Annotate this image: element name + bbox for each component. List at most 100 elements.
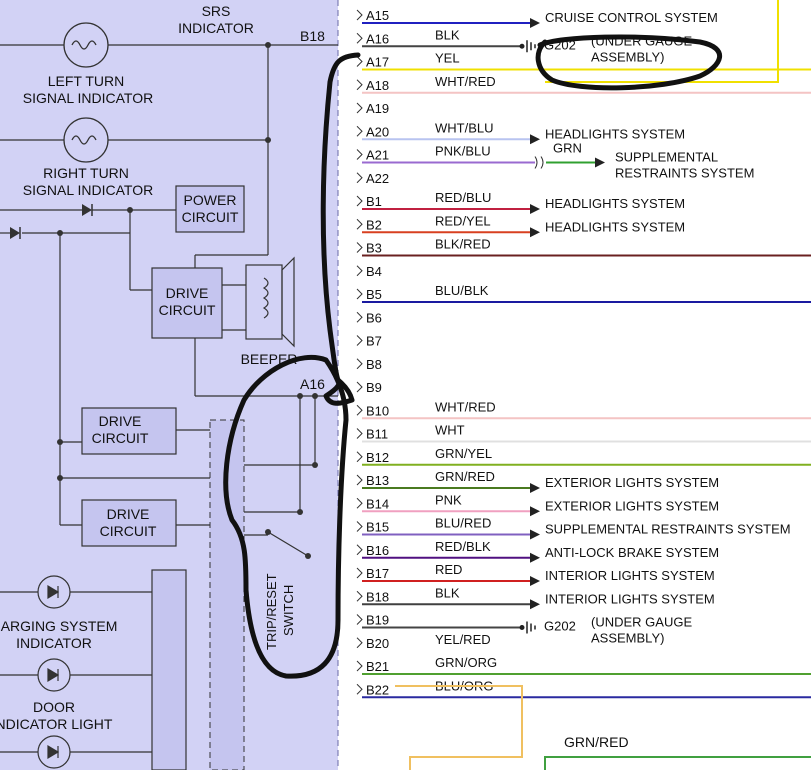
power-circuit-label-1: POWER — [184, 192, 237, 208]
drive-circuit-main-box — [151, 267, 223, 339]
left-turn-label-2: SIGNAL INDICATOR — [23, 90, 153, 106]
pin-label-b16: B16 — [366, 543, 389, 558]
pin-label-b19: B19 — [366, 613, 389, 628]
ground-note-2-a16: ASSEMBLY) — [591, 49, 664, 64]
right-turn-label-1: RIGHT TURN — [43, 165, 129, 181]
pin-label-a20: A20 — [366, 124, 389, 139]
pin-label-b2: B2 — [366, 217, 382, 232]
arrow-icon-a20 — [530, 134, 540, 145]
arrow-icon-a15 — [530, 18, 540, 28]
target-label-2-a21: RESTRAINTS SYSTEM — [615, 166, 754, 181]
b18-pin-label: B18 — [300, 28, 325, 44]
arrow-icon-b18 — [530, 599, 540, 610]
trip-reset-label-1: TRIP/RESET — [264, 573, 279, 650]
target-label-b1: HEADLIGHTS SYSTEM — [545, 196, 685, 211]
pin-label-b4: B4 — [366, 264, 382, 279]
pin-label-b13: B13 — [366, 473, 389, 488]
target-label-b17: INTERIOR LIGHTS SYSTEM — [545, 568, 715, 583]
pin-label-a21: A21 — [366, 148, 389, 163]
wire-code-b2: RED/YEL — [435, 213, 491, 228]
splice-arrow-icon-a21 — [595, 157, 605, 168]
pin-chevron-b19 — [356, 614, 363, 625]
pin-chevron-b3 — [356, 242, 363, 253]
wire-code-b15: BLU/RED — [435, 516, 491, 531]
wire-code-b18: BLK — [435, 585, 460, 600]
pin-chevron-b20 — [356, 637, 363, 649]
pin-chevron-a21 — [356, 149, 363, 160]
door-label-2: NDICATOR LIGHT — [0, 716, 113, 732]
wire-code-b16: RED/BLK — [435, 539, 491, 554]
splice-icon-a21 — [534, 156, 544, 169]
target-label-a15: CRUISE CONTROL SYSTEM — [545, 10, 718, 25]
wire-code-b10: WHT/RED — [435, 399, 496, 414]
pin-chevron-b13 — [356, 474, 363, 486]
marker-annotations — [223, 34, 723, 679]
arrow-icon-b17 — [530, 576, 540, 586]
drive-circuit-3-label-2: CIRCUIT — [100, 523, 157, 539]
target-label-b13: EXTERIOR LIGHTS SYSTEM — [545, 475, 719, 490]
wire-code-b12: GRN/YEL — [435, 446, 492, 461]
ground-icon-a16 — [526, 40, 536, 53]
splice-label-a21: GRN — [553, 141, 582, 156]
pin-chevron-b17 — [356, 567, 363, 579]
pin-label-b21: B21 — [366, 659, 389, 674]
drive-circuit-main-label-2: CIRCUIT — [159, 302, 216, 318]
wire-code-a16: BLK — [435, 27, 460, 42]
left-turn-label-1: LEFT TURN — [48, 73, 125, 89]
pin-chevron-a20 — [356, 125, 363, 137]
wire-code-b1: RED/BLU — [435, 190, 491, 205]
pin-label-b9: B9 — [366, 380, 382, 395]
door-label-1: DOOR — [33, 699, 75, 715]
pin-chevron-b21 — [356, 660, 363, 672]
wire-code-a20: WHT/BLU — [435, 120, 494, 135]
pin-chevron-b5 — [356, 288, 363, 300]
pin-chevron-b9 — [356, 381, 363, 393]
a16-pin-label: A16 — [300, 376, 325, 392]
srs-indicator-label-1: SRS — [202, 3, 231, 19]
pin-label-b5: B5 — [366, 287, 382, 302]
pin-label-a16: A16 — [366, 31, 389, 46]
pin-label-b18: B18 — [366, 589, 389, 604]
pin-label-b7: B7 — [366, 334, 382, 349]
ground-note-2-b19: ASSEMBLY) — [591, 631, 664, 646]
arrow-icon-b2 — [530, 227, 540, 238]
pin-chevron-a18 — [356, 79, 363, 91]
pin-chevron-b10 — [356, 404, 363, 416]
pin-chevron-b11 — [356, 428, 363, 439]
pin-chevron-b15 — [356, 521, 363, 532]
pin-chevron-b8 — [356, 358, 363, 370]
pin-label-b6: B6 — [366, 310, 382, 325]
drive-circuit-2-box — [81, 407, 177, 455]
arrow-icon-b15 — [530, 529, 540, 540]
pin-chevron-a16 — [356, 32, 363, 44]
target-label-b2: HEADLIGHTS SYSTEM — [545, 219, 685, 234]
pin-label-b8: B8 — [366, 357, 382, 372]
bottom-module-box — [151, 569, 187, 770]
charging-label-1: HARGING SYSTEM — [0, 618, 117, 634]
pin-label-a18: A18 — [366, 78, 389, 93]
pin-chevron-b1 — [356, 195, 363, 207]
drive-circuit-3-box — [81, 499, 177, 547]
pin-chevron-b22 — [356, 683, 363, 695]
target-label-a21: SUPPLEMENTAL — [615, 150, 718, 165]
bottom-wire-label: GRN/RED — [564, 734, 629, 750]
pin-label-b14: B14 — [366, 496, 389, 511]
wire-code-b20: YEL/RED — [435, 632, 491, 647]
wire-code-b14: PNK — [435, 492, 462, 507]
pin-label-b20: B20 — [366, 636, 389, 651]
ground-node-b19 — [519, 625, 525, 630]
pin-label-b15: B15 — [366, 520, 389, 535]
pin-label-b3: B3 — [366, 241, 382, 256]
pin-chevron-b12 — [356, 451, 363, 463]
target-label-b14: EXTERIOR LIGHTS SYSTEM — [545, 498, 719, 513]
diode-icons — [10, 204, 93, 239]
drive-circuit-main-label-1: DRIVE — [166, 285, 209, 301]
pin-label-a17: A17 — [366, 55, 389, 70]
pin-label-a19: A19 — [366, 101, 389, 116]
pin-chevron-b7 — [356, 335, 363, 346]
target-label-b15: SUPPLEMENTAL RESTRAINTS SYSTEM — [545, 522, 791, 537]
pin-chevron-a22 — [356, 172, 363, 184]
target-label-b16: ANTI-LOCK BRAKE SYSTEM — [545, 545, 719, 560]
wire-code-b13: GRN/RED — [435, 469, 495, 484]
